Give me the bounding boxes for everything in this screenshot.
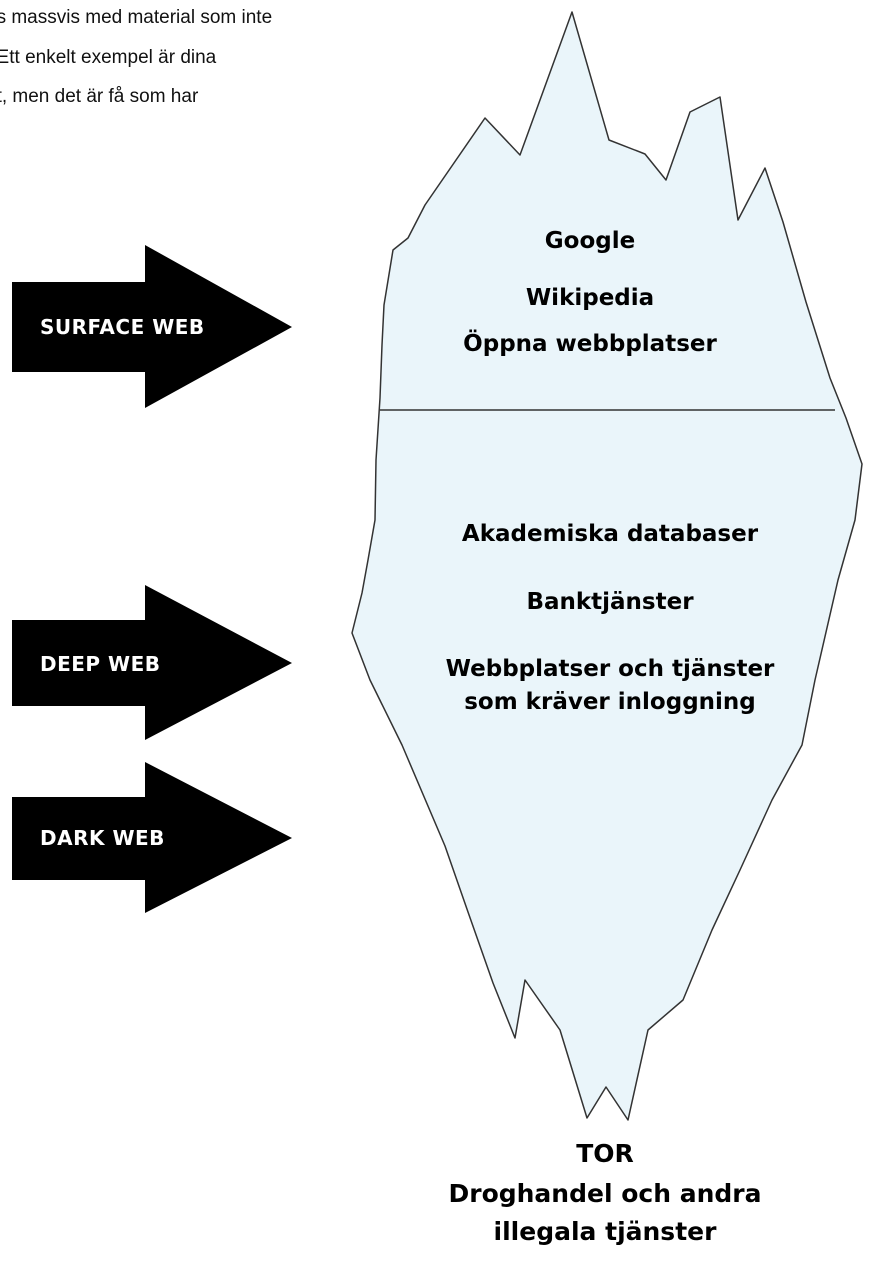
intro-line-1: ns massvis med material som inte [0,7,273,28]
surface-item-open-sites: Öppna webbplatser [463,331,717,357]
deep-item-academic-databases: Akademiska databaser [461,521,759,547]
surface-web-label: SURFACE WEB [40,315,205,339]
dark-web-label: DARK WEB [40,826,165,850]
deep-item-login-sites-line1: Webbplatser och tjänster [445,656,775,682]
dark-item-drug-trade-line1: Droghandel och andra [448,1179,762,1208]
deep-item-login-sites-line2: som kräver inloggning [464,689,756,715]
dark-web-arrow [12,762,292,913]
deep-web-label: DEEP WEB [40,652,161,676]
surface-item-wikipedia: Wikipedia [525,285,655,311]
deep-item-bank-services: Banktjänster [526,589,694,615]
dark-item-drug-trade-line2: illegala tjänster [493,1217,717,1246]
surface-item-google: Google [544,228,636,254]
iceberg-shape [351,11,863,1121]
intro-line-3: et, men det är få som har [0,86,199,107]
dark-item-tor: TOR [576,1139,634,1168]
deep-web-arrow [12,585,292,740]
surface-web-arrow [12,245,292,408]
intro-line-2: . Ett enkelt exempel är dina [0,47,217,68]
